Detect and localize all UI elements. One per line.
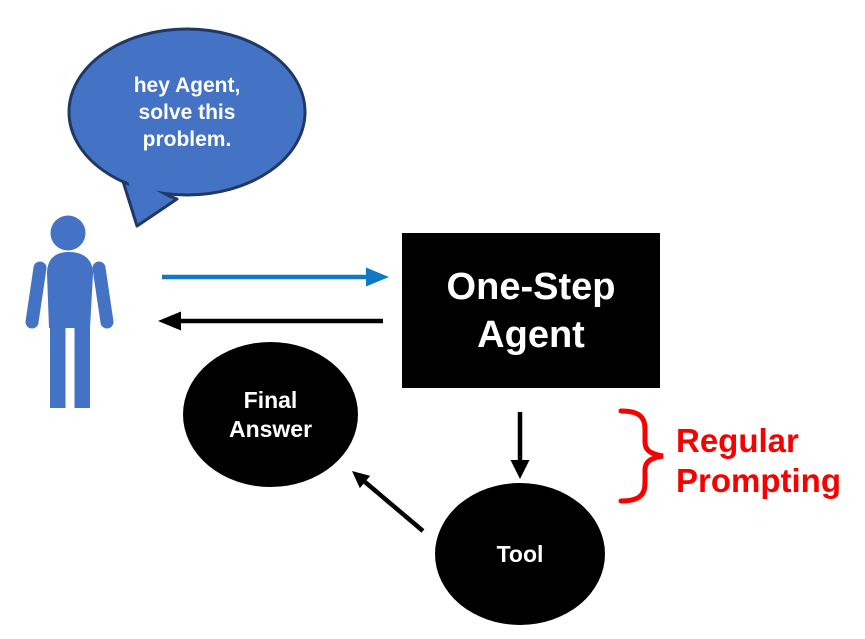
arrow-user-to-agent-head: [366, 267, 389, 287]
person-left-leg: [50, 326, 66, 408]
arrow-tool-to-final-answer-line: [363, 480, 425, 533]
final-answer-node: Final Answer: [183, 342, 358, 487]
person-right-leg: [74, 326, 90, 408]
arrow-agent-to-tool: [510, 412, 530, 479]
arrow-tool-to-final-answer: [352, 471, 425, 533]
tool-node: Tool: [435, 483, 605, 625]
regular-prompting-annotation: Regular Prompting: [676, 422, 841, 499]
arrow-user-to-agent: [162, 267, 389, 287]
person-torso: [47, 252, 93, 328]
arrow-agent-to-tool-head: [510, 460, 530, 479]
speech-bubble-tail-joint: [127, 175, 168, 218]
person-left-arm: [25, 261, 47, 329]
curly-brace-icon: [618, 408, 664, 504]
arrow-agent-to-user: [158, 311, 383, 331]
speech-bubble-text: hey Agent, solve this problem.: [133, 73, 241, 151]
arrow-agent-to-user-head: [158, 311, 181, 331]
person-icon: [25, 215, 114, 408]
speech-bubble-shape: [67, 27, 307, 228]
person-head: [50, 215, 86, 251]
speech-bubble-oval: [67, 27, 307, 197]
one-step-agent-node: One-Step Agent: [402, 233, 660, 388]
arrow-tool-to-final-answer-head: [352, 471, 371, 489]
person-right-arm: [92, 261, 114, 329]
